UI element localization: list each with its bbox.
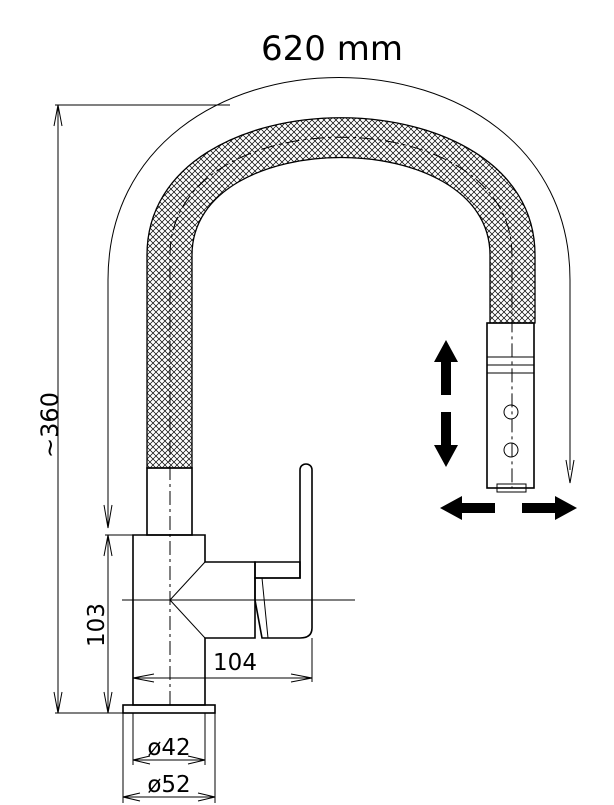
height-body-arrow-bottom <box>103 691 113 714</box>
reach-arrow-left <box>103 504 113 529</box>
base-outer-arrow-right <box>197 792 216 802</box>
lever-handle <box>254 463 313 639</box>
lever-detail <box>261 577 300 639</box>
spray-nozzle <box>496 483 527 493</box>
arrow-down-icon <box>434 412 458 467</box>
height-total-arrow-bottom <box>53 691 63 714</box>
arrow-up-icon <box>434 340 458 395</box>
hose-centerline <box>169 136 513 705</box>
base-inner-arrow-left <box>132 755 151 765</box>
height-body-label: 103 <box>84 603 110 647</box>
spout-depth-arrow-right <box>290 673 313 683</box>
spray-button-top <box>503 404 519 420</box>
base-outer-label: ø52 <box>147 772 190 798</box>
body-cross-1 <box>169 561 206 601</box>
height-body-arrow-top <box>103 534 113 557</box>
height-total-arrow-top <box>53 104 63 127</box>
spray-button-bottom <box>503 442 519 458</box>
base-inner-label: ø42 <box>147 735 190 761</box>
spray-head <box>486 322 535 489</box>
base-inner-arrow-right <box>187 755 206 765</box>
spout-depth-arrow-left <box>132 673 155 683</box>
faucet-body <box>132 534 256 706</box>
reach-label: 620 mm <box>261 29 403 69</box>
flexible-hose <box>146 117 536 469</box>
arrow-right-icon <box>522 496 577 520</box>
base-outer-arrow-left <box>122 792 141 802</box>
base-ring <box>122 704 216 714</box>
body-cross-2 <box>169 599 206 639</box>
lever-housing <box>254 561 301 579</box>
spout-depth-label: 104 <box>213 650 257 676</box>
reach-arrow-right <box>565 459 575 484</box>
arrow-left-icon <box>440 496 495 520</box>
height-total-label: ~360 <box>36 392 64 458</box>
reach-dimension-arc <box>107 77 571 525</box>
